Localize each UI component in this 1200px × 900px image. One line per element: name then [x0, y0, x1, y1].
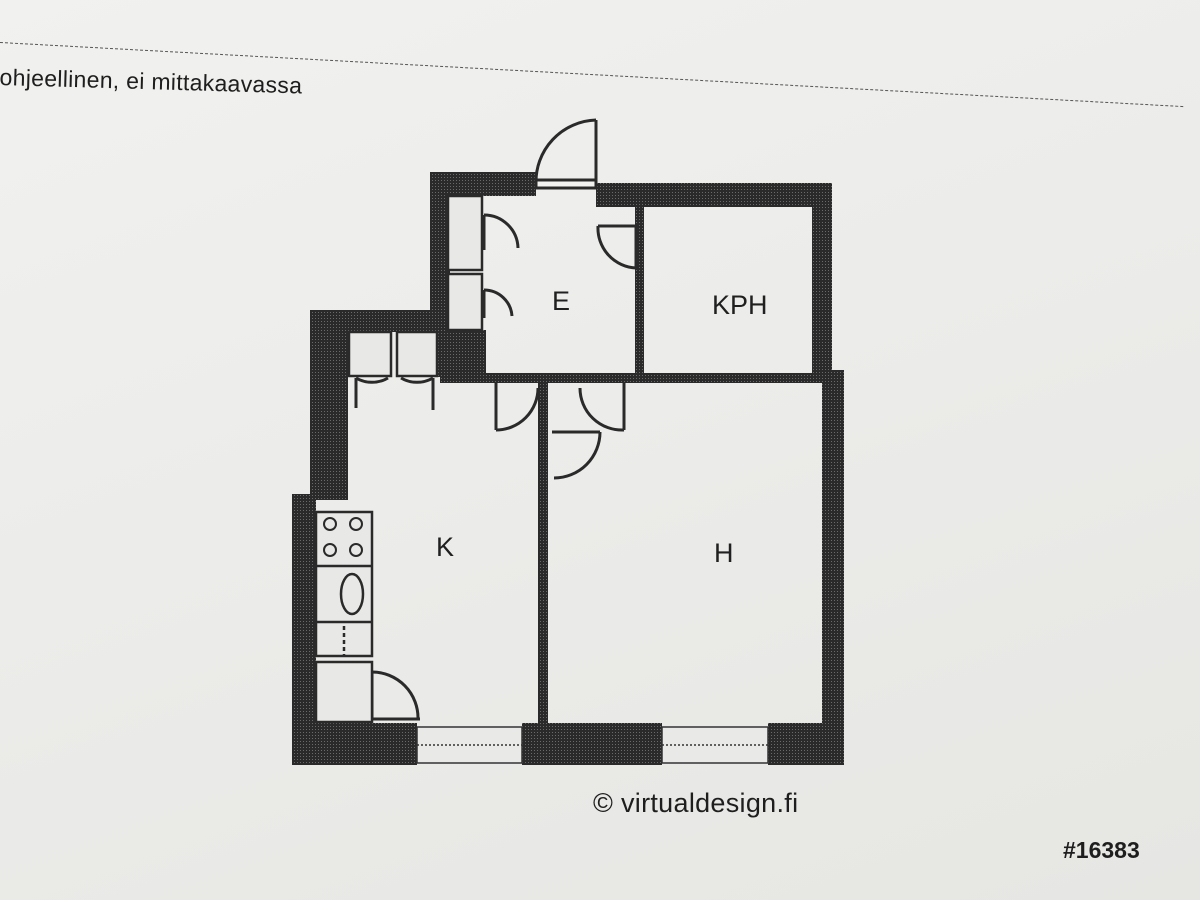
kitchen-door: [494, 382, 540, 432]
window-group: [416, 726, 769, 764]
closet-door-lower: [482, 288, 514, 318]
door-group: [354, 118, 638, 721]
wall-bottom-right: [768, 723, 844, 765]
cabinet-door: [370, 670, 420, 721]
entrance-door: [534, 118, 598, 190]
living-door-lower: [552, 430, 602, 480]
wall-left-lower: [292, 494, 316, 764]
kitchen-counter: [314, 510, 374, 724]
closet-right: [395, 330, 439, 378]
wall-entrance-bathroom: [635, 196, 644, 382]
sink: [339, 572, 365, 616]
closet-lower: [446, 272, 484, 332]
wall-kitchen-living: [538, 380, 548, 725]
wall-bottom-left: [292, 723, 417, 765]
wall-group: [292, 172, 844, 765]
wall-right-bathroom: [812, 183, 832, 383]
closet-door-left: [354, 376, 389, 408]
wall-top-bathroom: [596, 183, 832, 207]
closet-door-upper: [482, 213, 520, 250]
room-label-kitchen: K: [436, 532, 454, 562]
closet-upper: [446, 194, 484, 272]
room-label-bathroom: KPH: [712, 290, 768, 320]
wall-right-living: [822, 370, 844, 765]
living-door-upper: [578, 382, 626, 432]
room-label-living: H: [714, 538, 734, 568]
wall-bottom-middle: [522, 723, 662, 765]
plan-number: #16383: [1063, 837, 1140, 863]
room-label-entrance: E: [552, 286, 570, 316]
wall-horizontal-middle: [440, 373, 822, 383]
closet-group: [347, 194, 484, 378]
wall-corridor-thick: [440, 330, 486, 380]
copyright-text: © virtualdesign.fi: [593, 788, 799, 818]
wall-left-upper: [310, 310, 348, 500]
stove: [323, 517, 363, 557]
bathroom-door: [596, 224, 638, 270]
closet-door-right: [400, 376, 435, 410]
closet-left: [347, 330, 393, 378]
